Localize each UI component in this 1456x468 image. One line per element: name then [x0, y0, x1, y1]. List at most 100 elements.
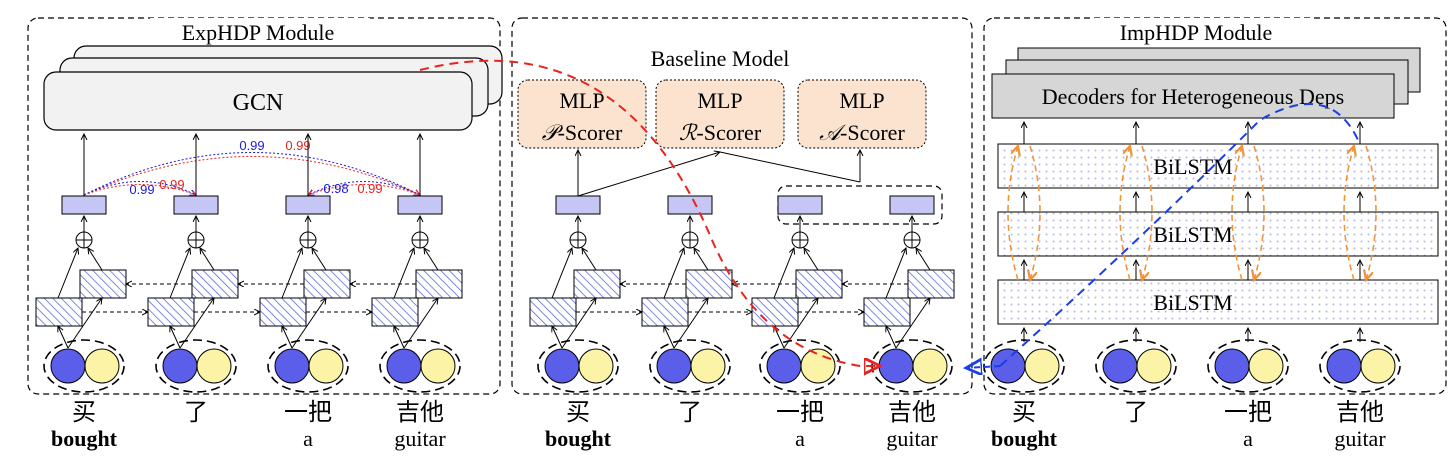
arrow — [393, 248, 414, 299]
arrow — [424, 248, 439, 271]
arrow — [281, 248, 302, 299]
arrow — [663, 248, 684, 299]
orange-skip-arrow — [1119, 146, 1130, 281]
baseline-panel — [511, 17, 973, 395]
arrow — [403, 298, 438, 349]
weight-top-red: 0.99 — [285, 138, 310, 153]
cross-panel-arrows — [419, 59, 1359, 368]
tag-embedding-circle — [1136, 348, 1172, 384]
orange-skip-arrow — [1343, 146, 1354, 281]
word-english: guitar — [886, 426, 938, 451]
arrow — [582, 248, 597, 271]
arg-span-group — [777, 185, 943, 225]
hidden-repr-box — [777, 195, 823, 215]
token-embedding-group — [155, 339, 237, 393]
hidden-repr-box — [555, 195, 601, 215]
tag-embedding-circle — [578, 348, 614, 384]
arrow — [561, 298, 596, 349]
hidden-repr-box — [61, 195, 107, 215]
weight-left-red: 0.99 — [159, 177, 184, 192]
word-embedding-circle — [274, 348, 310, 384]
imphdp-title: ImpHDP Module — [1120, 20, 1273, 45]
word-chinese: 买 — [72, 398, 96, 426]
weight-top-blue: 0.99 — [239, 138, 264, 153]
word-english: a — [303, 426, 313, 451]
weight-right-blue: 0.98 — [323, 181, 348, 196]
scorer-a: MLP 𝒜-Scorer — [797, 79, 927, 149]
word-chinese: 一把 — [284, 398, 332, 426]
blue-imphdp-arrow — [999, 103, 1359, 367]
forward-lstm-cell — [35, 297, 83, 327]
arrow — [169, 248, 190, 299]
tag-embedding-circle — [308, 348, 344, 384]
tag-embedding-circle — [912, 348, 948, 384]
scorer-r: MLP ℛ-Scorer — [655, 79, 785, 149]
arrow — [916, 248, 931, 271]
arrow — [312, 248, 327, 271]
arrow — [58, 326, 69, 349]
orange-skip-arrow — [1007, 146, 1018, 281]
word-english: guitar — [1334, 426, 1386, 451]
gcn-label: GCN — [233, 90, 284, 116]
orange-skip-arrow — [1030, 145, 1041, 280]
orange-skip-arrow — [1254, 145, 1265, 280]
tag-embedding-circle — [1360, 348, 1396, 384]
arrow — [895, 298, 930, 349]
baseline-title: Baseline Model — [651, 46, 790, 71]
word-embedding-circle — [1326, 348, 1362, 384]
word-chinese: 了 — [184, 398, 208, 426]
word-chinese: 了 — [1124, 398, 1148, 426]
tag-embedding-circle — [420, 348, 456, 384]
token-embedding-group — [379, 339, 461, 393]
arrow — [552, 326, 563, 349]
word-embedding-circle — [544, 348, 580, 384]
decoder-label: Decoders for Heterogeneous Deps — [1042, 84, 1344, 109]
arrow — [291, 298, 326, 349]
forward-lstm-cell — [371, 297, 419, 327]
tag-embedding-circle — [84, 348, 120, 384]
tag-embedding-circle — [1024, 348, 1060, 384]
hidden-repr-box — [889, 195, 935, 215]
arrow — [804, 248, 819, 271]
red-exphdp-arrow — [419, 59, 880, 366]
orange-skip-arrow — [1231, 146, 1242, 281]
bilstm-label-1: BiLSTM — [1153, 290, 1232, 315]
word-embedding-circle — [766, 348, 802, 384]
word-english: a — [1243, 426, 1253, 451]
word-english: a — [795, 426, 805, 451]
backward-lstm-cell — [191, 269, 239, 299]
word-embedding-circle — [878, 348, 914, 384]
forward-lstm-cell — [641, 297, 689, 327]
svg-text:MLP: MLP — [839, 88, 884, 113]
scorer-connectors — [578, 150, 860, 197]
arrow — [394, 326, 405, 349]
bilstm-label-3: BiLSTM — [1153, 154, 1232, 179]
backward-lstm-cell — [795, 269, 843, 299]
svg-text:𝒫-Scorer: 𝒫-Scorer — [542, 120, 623, 145]
word-chinese: 买 — [1012, 398, 1036, 426]
weight-right-red: 0.99 — [357, 181, 382, 196]
word-embedding-circle — [1214, 348, 1250, 384]
word-embedding-circle — [386, 348, 422, 384]
hidden-repr-box — [173, 195, 219, 215]
backward-lstm-cell — [415, 269, 463, 299]
gcn-stack — [43, 45, 503, 131]
arrow — [664, 326, 675, 349]
arrow — [282, 326, 293, 349]
tag-embedding-circle — [800, 348, 836, 384]
word-english: bought — [51, 426, 118, 451]
svg-text:ℛ-Scorer: ℛ-Scorer — [679, 120, 762, 145]
token-embedding-group — [43, 339, 125, 393]
word-chinese: 买 — [566, 398, 590, 426]
arrow — [57, 248, 78, 299]
word-chinese: 一把 — [776, 398, 824, 426]
backward-lstm-cell — [685, 269, 733, 299]
arrow — [179, 298, 214, 349]
scorer-p: MLP 𝒫-Scorer — [517, 79, 647, 149]
hidden-repr-box — [667, 195, 713, 215]
exphdp-title: ExpHDP Module — [182, 20, 335, 45]
word-chinese: 吉他 — [888, 398, 936, 426]
weight-left-blue: 0.99 — [129, 182, 154, 197]
word-labels: 买bought了一把a吉他guitar买bought了一把a吉他guitar买b… — [51, 398, 1386, 451]
